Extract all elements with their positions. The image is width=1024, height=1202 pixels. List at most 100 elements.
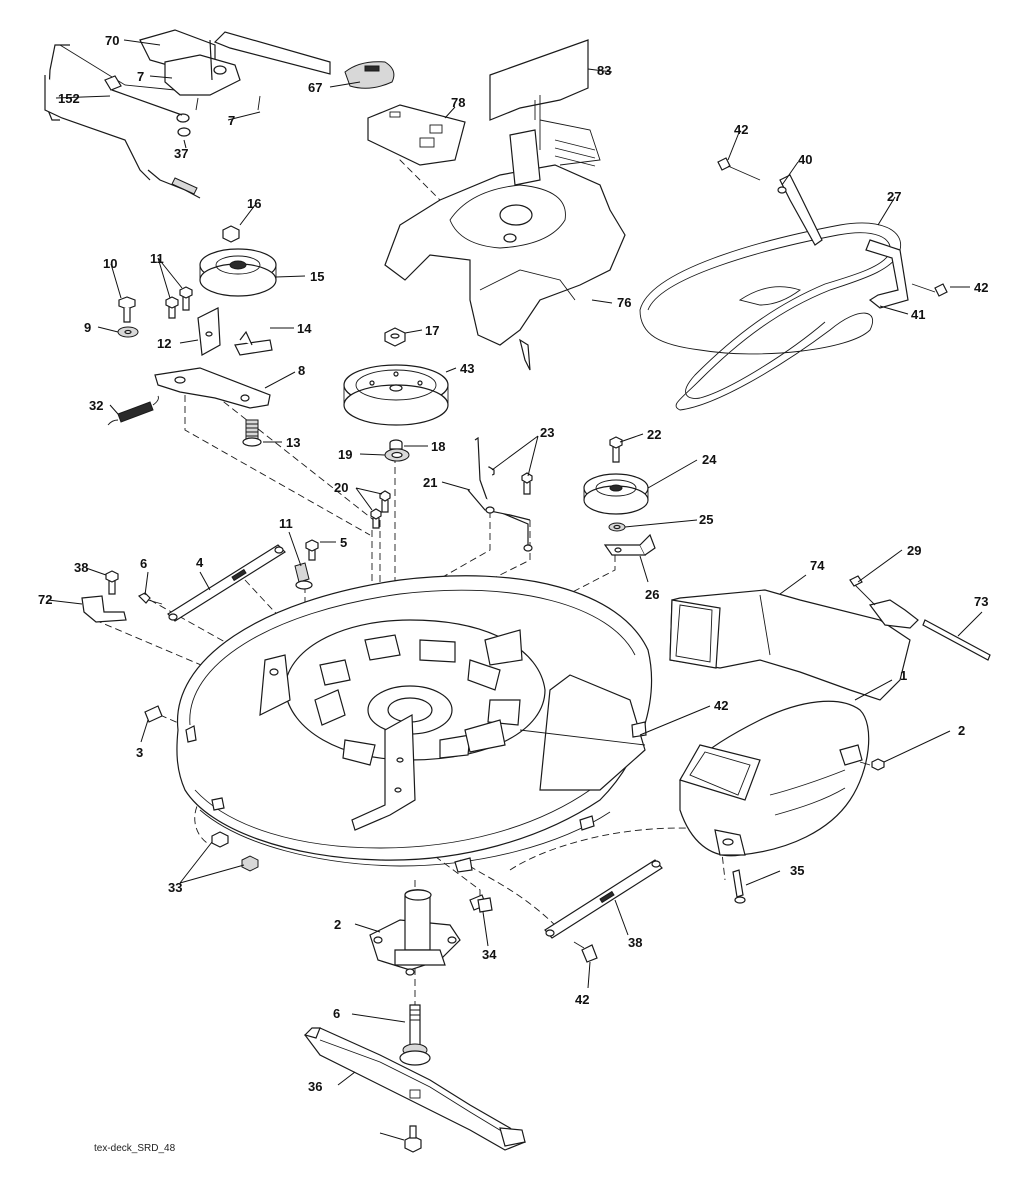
belt-27 [639,222,902,411]
bracket-12 [197,307,221,356]
bearing-19 [384,448,410,462]
mower-deck-1 [176,575,653,873]
bracket-4 [81,595,127,623]
callout-27: 27 [887,189,901,204]
decal-67 [344,61,395,89]
pin-2-b [469,894,493,913]
callout-74: 29 [907,543,921,558]
callout-19: 19 [338,447,352,462]
discharge-chute-72 [669,575,919,701]
callout-12: 12 [157,336,171,351]
washer-24 [608,522,626,532]
callout-25: 26 [645,587,659,602]
belt-cover-26 [384,100,626,371]
blade-35 [303,1027,527,1151]
callout-10: 10 [103,256,117,271]
callout-23: 22 [647,427,661,442]
bolt-38-a [137,592,163,605]
bolt-42-b [911,283,948,297]
bolts-11 [165,286,193,319]
callout-72: 74 [810,558,825,573]
callout-11: 11 [150,251,164,266]
callout-42: 35 [790,863,804,878]
callout-33: 2 [334,917,341,932]
rod-29 [922,619,991,661]
pin-2-a [144,705,163,723]
washer-9 [117,326,139,338]
callout-152: 152 [58,91,80,106]
callout-34: 6 [333,1006,340,1021]
nuts-3 [211,831,259,872]
discharge-chute-73 [679,700,870,857]
spacer-18 [389,439,403,450]
bracket-25 [603,533,656,556]
callout-5: 38 [74,560,88,575]
callout-15: 15 [310,269,324,284]
callout-8: 8 [298,363,305,378]
callout-67: 67 [308,80,322,95]
callout-21: 21 [423,475,437,490]
plate-78 [367,104,466,166]
bolt-11-deck [305,539,319,561]
spindle-housing-33 [369,889,461,976]
callout-43: 43 [460,361,474,376]
callout-3: 33 [168,880,182,895]
callout-73: 1 [900,668,907,683]
callout-6: 38 [628,935,642,950]
callout-83: 83 [597,63,611,78]
callout-20: 23 [540,425,554,440]
callout-70: 70 [105,33,119,48]
nut-17 [384,327,406,347]
callout-17: 17 [425,323,439,338]
callout-40: 40 [798,152,812,167]
callout-37: 37 [174,146,188,161]
callout-2: 3 [136,745,143,760]
shaft-34 [399,1004,431,1066]
callout-29: 73 [974,594,988,609]
callout-42: 42 [974,280,988,295]
callout-76: 11 [279,516,293,531]
rod-6-a [167,544,286,622]
callout-number-group: 70 7 7 152 37 67 78 83 42 40 27 42 41 16… [38,33,988,1094]
callout-41: 41 [911,307,925,322]
idler-arm-8 [154,367,271,409]
bolt-42-c [859,758,885,771]
callout-14: 14 [297,321,312,336]
bolt-13 [242,419,262,447]
bolt-23 [609,436,623,463]
rod-21 [467,436,533,552]
bolt-5 [105,570,119,595]
bolt-42-d [732,869,746,904]
idler-pulley-15 [199,248,277,297]
callout-11: 5 [340,535,347,550]
callout-35: 36 [308,1079,322,1094]
callout-24: 25 [699,512,713,527]
spring-32 [107,395,159,426]
bracket-14 [234,330,273,356]
callout-78: 78 [451,95,465,110]
callout-20: 20 [334,480,348,495]
callout-9: 9 [84,320,91,335]
engagement-lever-assembly [44,29,331,199]
callout-32: 32 [89,398,103,413]
bolt-36 [404,1125,422,1153]
callout-18: 18 [431,439,445,454]
bracket-41 [865,239,909,309]
decal-83 [489,39,589,150]
bracket-40 [777,174,823,246]
callout-26: 76 [617,295,631,310]
callout-38: 42 [575,992,589,1007]
bolt-38-b [573,941,598,963]
callout-16: 16 [247,196,261,211]
rod-6-b [544,859,663,939]
callout-7: 7 [137,69,144,84]
bolts-20 [370,466,533,529]
callout-13: 13 [286,435,300,450]
pulley-22 [583,473,649,515]
diagram-footer-label: tex-deck_SRD_48 [94,1143,176,1154]
callout-42: 2 [958,723,965,738]
callout-2: 34 [482,947,497,962]
callout-38: 6 [140,556,147,571]
callout-leaders [47,39,983,1141]
